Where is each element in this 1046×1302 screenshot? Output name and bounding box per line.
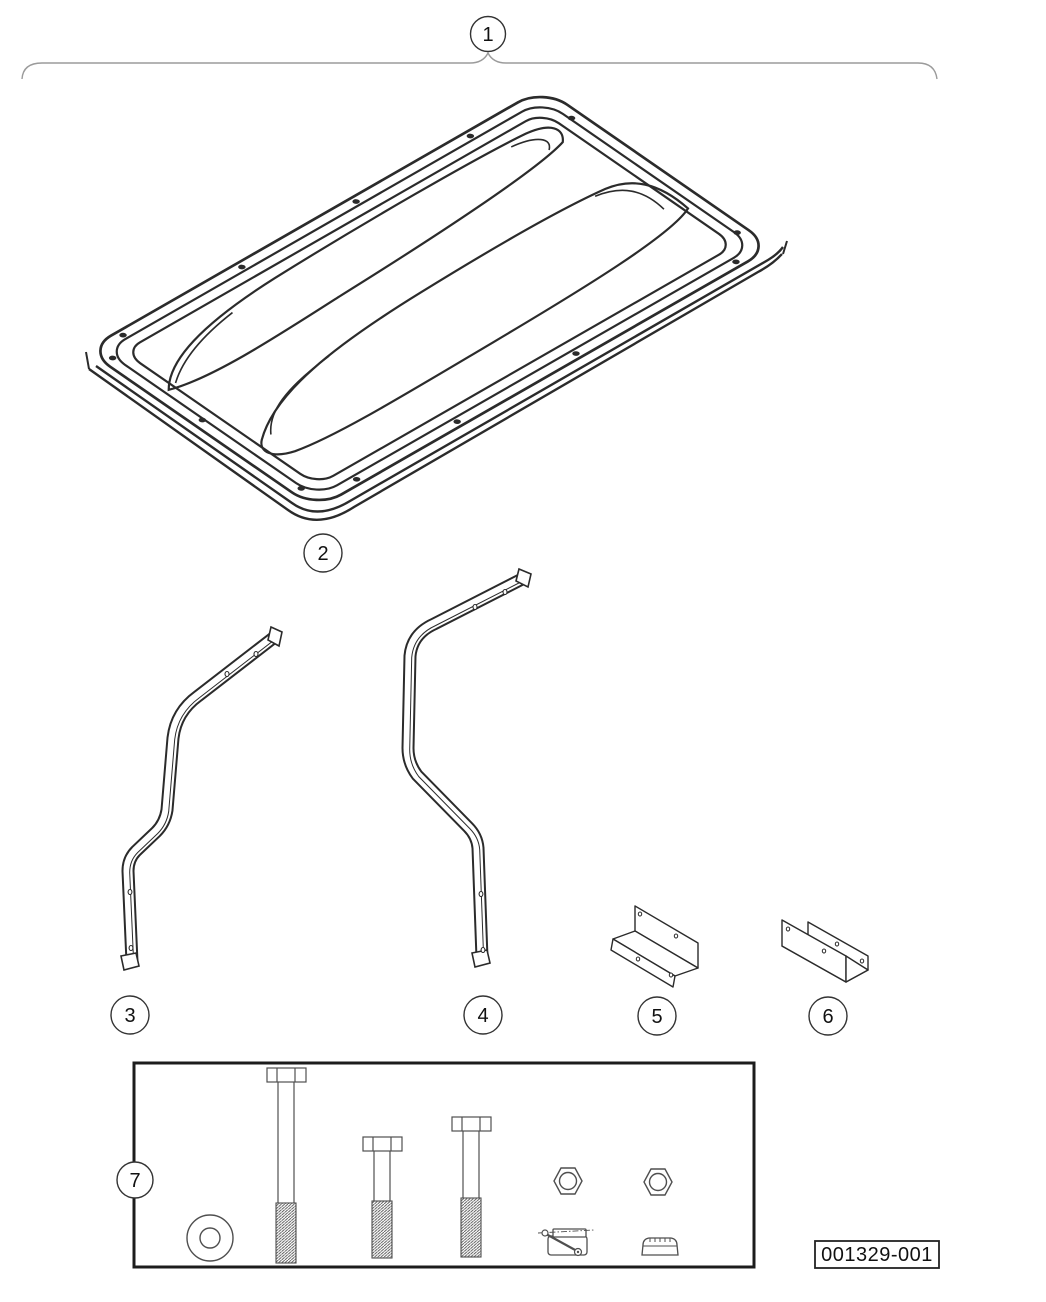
callout-1-number: 1 [482,24,493,46]
strut-right-hole [502,588,508,596]
hex-nut-top-drawing [643,1168,673,1196]
strut-left-top-cap [267,625,283,648]
roof-side-wall-top [95,246,784,513]
bracket-right-hole [785,926,791,932]
part-number-text: 001329-001 [821,1244,933,1266]
callout-6: 6 [808,996,848,1036]
strut-left-hole [127,888,133,896]
callout-7: 7 [116,1161,154,1199]
lock-nut-drawing [641,1237,679,1256]
hex-nut-top-drawing [553,1167,583,1195]
strut-left-drawing [120,625,283,971]
roof-outer-edge [86,88,773,509]
bracket-left-drawing [610,905,699,988]
strut-right-hole [478,890,484,898]
callout-5-number: 5 [651,1006,662,1028]
top-span-brace [21,51,938,80]
roof-channel-upper [126,120,594,394]
bracket-right-hole [834,941,840,947]
callout-6-number: 6 [822,1006,833,1028]
roof-right-corner-edge [782,240,788,255]
bolt-long-drawing [266,1067,307,1264]
bracket-right-hole [821,948,827,954]
callout-2-number: 2 [317,543,328,565]
callout-3: 3 [110,995,150,1035]
callout-2: 2 [303,533,343,573]
roof-panel-drawing [86,88,773,509]
callout-7-number: 7 [129,1170,140,1192]
bolt-short-drawing [362,1136,403,1259]
roof-channel-lower-accent-cap [235,356,364,434]
strut-right-top-cap [515,567,532,589]
callout-4-number: 4 [477,1005,488,1027]
hardware-box-outline [132,1061,756,1269]
bracket-left-hole [673,933,679,939]
bracket-left-hole [637,911,643,917]
strut-left-hole [224,670,230,678]
callout-1: 1 [469,15,507,53]
strut-right-hole [472,603,478,611]
callout-4: 4 [463,995,503,1035]
roof-inner-rim-2 [124,112,736,486]
roof-inner-rim-1 [105,100,754,497]
strut-right-hole [480,946,486,954]
strut-right-drawing [401,567,532,968]
strut-left-hole [253,650,259,658]
roof-channel-upper-accent-cap [511,133,554,160]
bracket-left-hole [635,956,641,962]
roof-left-corner-edge [85,351,90,370]
bracket-left-hole [668,972,674,978]
roof-channel-upper-accent-tip [146,313,263,383]
callout-5: 5 [637,996,677,1036]
hardware-box [132,1061,756,1269]
bracket-right-drawing [781,919,869,983]
strut-left-bottom-cap [120,952,140,971]
part-number-box: 001329-001 [814,1240,940,1269]
callout-3-number: 3 [124,1005,135,1027]
roof-channel-lower [209,169,708,464]
washer-drawing [186,1214,234,1262]
bracket-right-hole [859,958,865,964]
strut-left-hole [128,944,134,952]
bolt-medium-drawing [451,1116,492,1258]
roof-channel-lower-accent-tip [595,180,665,225]
roof-rivet-holes [108,115,741,491]
pin-fastener-drawing [537,1228,595,1257]
roof-side-wall-bottom [88,253,783,521]
strut-right-bottom-cap [471,949,491,968]
